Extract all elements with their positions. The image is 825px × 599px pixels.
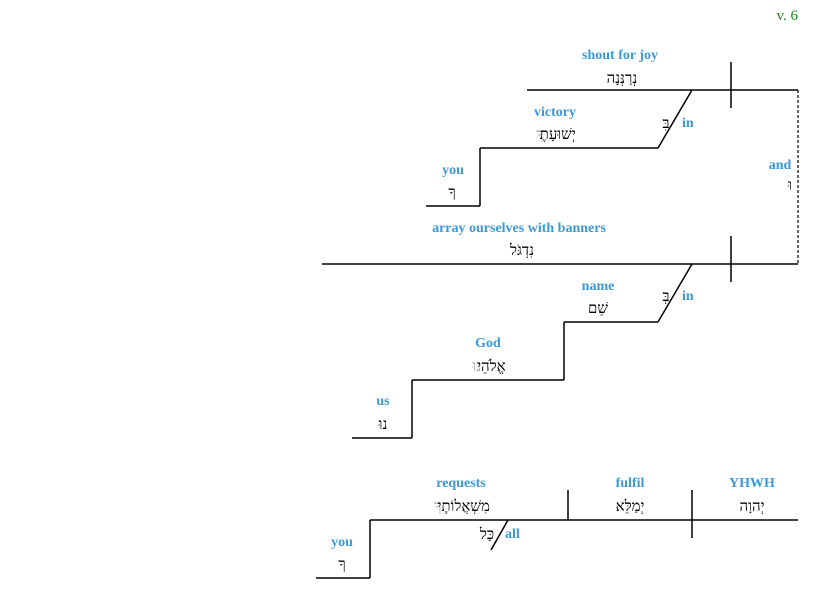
conjunction: and וּ <box>769 90 799 264</box>
clause2-verb-hebrew: נִדְגֹּל <box>509 241 534 259</box>
clause3-verb-gloss: fulfil <box>616 476 645 491</box>
conjunction-hebrew: וּ <box>787 176 792 194</box>
clause1-possessor-hebrew: ךָ <box>448 183 455 201</box>
clause3-object-gloss: requests <box>436 476 486 491</box>
clause1-possessor-gloss: you <box>442 163 464 178</box>
clause1-object-suffix: ךָ <box>536 125 543 143</box>
clause3-object-hebrew: מִשְׁאֲלוֹתֶיךָ <box>434 497 490 515</box>
clause2-possessor1-suffix: נוּ <box>471 357 481 375</box>
clause1-prep-gloss: in <box>682 116 694 131</box>
clause-3: YHWH יְהוָה fulfil יְמַלֵּא requests מִש… <box>316 476 798 579</box>
clause3-modifier-slant <box>490 519 509 551</box>
clause1-verb-gloss: shout for joy <box>582 48 658 63</box>
clause2-possessor2-gloss: us <box>376 394 390 409</box>
clause3-modifier-hebrew: כָּל <box>479 525 494 543</box>
clause1-object-word: יְשׁוּעָתֶ <box>540 125 576 143</box>
clause3-object-word: מִשְׁאֲלוֹתֶי <box>437 497 490 515</box>
clause-2: array ourselves with banners נִדְגֹּל בְ… <box>322 221 798 439</box>
clause1-verb-hebrew: נְרַנְּנָה <box>607 69 638 87</box>
clause2-prep-hebrew: בְּ <box>662 287 669 305</box>
clause2-object-gloss: name <box>582 279 615 294</box>
clause2-possessor2-hebrew: נוּ <box>378 415 388 433</box>
clause2-possessor1-gloss: God <box>475 336 501 351</box>
clause1-object-hebrew: יְשׁוּעָתֶךָ <box>536 125 575 143</box>
clause3-subject-gloss: YHWH <box>729 476 775 491</box>
clause1-prep-hebrew: בִּ <box>662 114 669 132</box>
clause3-possessor-gloss: you <box>331 535 353 550</box>
clause2-possessor1-word: אֱלֹהֵי <box>477 357 506 375</box>
clause1-prep-slant <box>657 89 693 149</box>
clause3-subject-hebrew: יְהוָה <box>739 497 764 515</box>
conjunction-gloss: and <box>769 158 792 173</box>
clause1-object-gloss: victory <box>534 105 576 120</box>
clause2-prep-slant <box>657 263 693 323</box>
clause2-verb-gloss: array ourselves with banners <box>432 221 606 236</box>
clause3-verb-hebrew: יְמַלֵּא <box>616 497 645 515</box>
verse-label: v. 6 <box>776 8 798 24</box>
clause3-modifier-gloss: all <box>505 527 520 542</box>
clause2-prep-gloss: in <box>682 289 694 304</box>
clause2-possessor1-hebrew: אֱלֹהֵינוּ <box>471 357 505 375</box>
clause3-possessor-hebrew: ךָ <box>338 555 345 573</box>
clause-1: shout for joy נְרַנְּנָה בִּ in victory … <box>426 48 798 207</box>
clause3-object-suffix: ךָ <box>434 497 441 515</box>
clause2-object-hebrew: שֵׁם <box>588 299 608 317</box>
